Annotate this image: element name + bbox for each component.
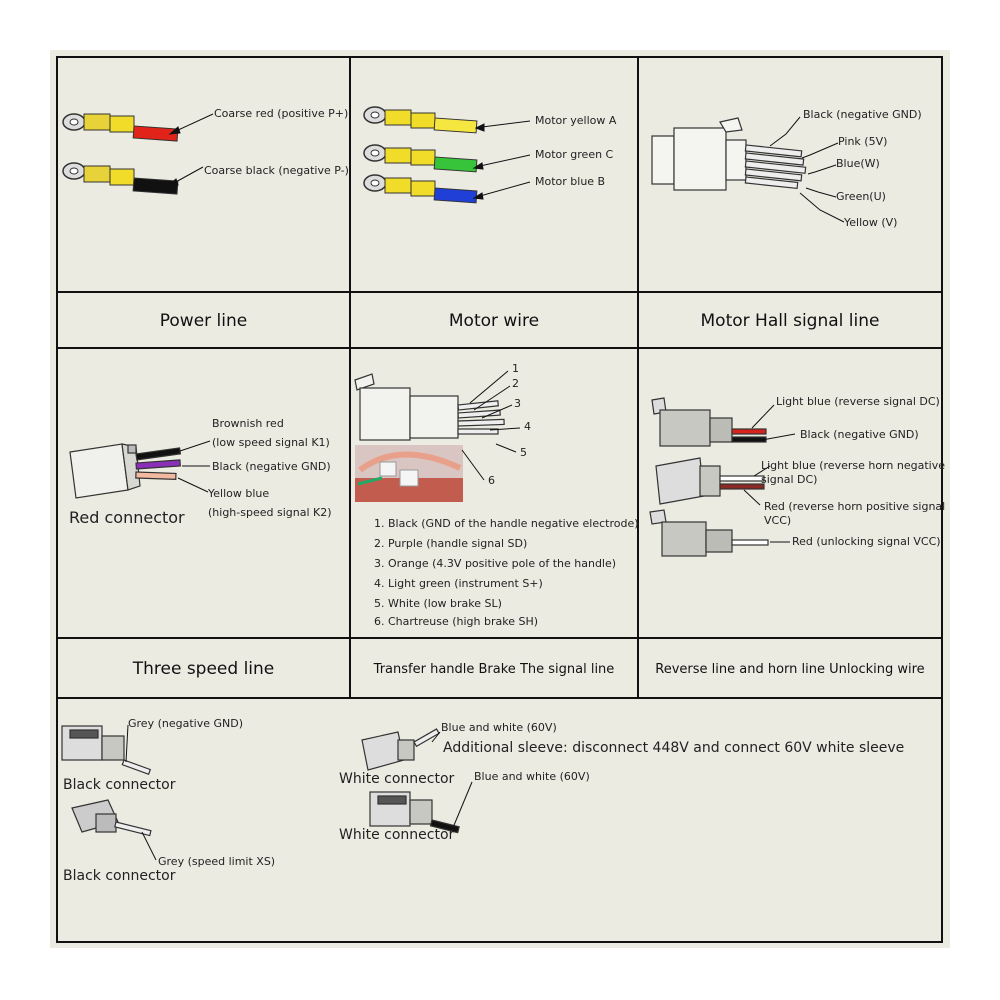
unlock-connector bbox=[649, 509, 769, 557]
label-black-connector-2: Black connector bbox=[63, 868, 176, 884]
label-pin-1: 1 bbox=[512, 362, 519, 375]
label-horn-red-2: VCC) bbox=[764, 514, 792, 527]
legend-item-4: 4. Light green (instrument S+) bbox=[374, 577, 543, 590]
motor-yellow-wire bbox=[363, 106, 478, 134]
label-motor-green: Motor green C bbox=[535, 148, 614, 161]
title-motor-wire: Motor wire bbox=[448, 311, 540, 331]
label-hall-yellow: Yellow (V) bbox=[844, 216, 898, 229]
label-motor-yellow: Motor yellow A bbox=[535, 114, 617, 127]
label-pin-6: 6 bbox=[488, 474, 495, 487]
white-connector-1 bbox=[361, 728, 440, 771]
label-speed-k1: (low speed signal K1) bbox=[212, 436, 330, 449]
label-blue-white-1: Blue and white (60V) bbox=[441, 721, 557, 734]
label-grey-speed: Grey (speed limit XS) bbox=[158, 855, 276, 868]
title-hall-line: Motor Hall signal line bbox=[700, 311, 880, 331]
legend-item-3: 3. Orange (4.3V positive pole of the han… bbox=[374, 557, 617, 570]
label-rev-lightblue: Light blue (reverse signal DC) bbox=[776, 395, 940, 408]
title-handle-brake: Transfer handle Brake The signal line bbox=[373, 662, 615, 677]
label-white-connector-1: White connector bbox=[339, 771, 455, 787]
motor-green-wire bbox=[363, 144, 478, 173]
label-horn-red: Red (reverse horn positive signal bbox=[764, 500, 946, 513]
motor-blue-wire bbox=[363, 174, 478, 204]
three-speed-connector bbox=[69, 443, 182, 499]
reverse-connector bbox=[651, 397, 767, 447]
label-additional-sleeve: Additional sleeve: disconnect 448V and c… bbox=[443, 740, 905, 756]
grey-black-connector-2 bbox=[71, 799, 152, 837]
label-horn-lightblue: Light blue (reverse horn negative bbox=[761, 459, 945, 472]
label-pin-4: 4 bbox=[524, 420, 531, 433]
label-horn-lightblue-2: signal DC) bbox=[761, 473, 818, 486]
hall-connector bbox=[651, 117, 807, 191]
horn-connector bbox=[655, 457, 765, 505]
legend-item-2: 2. Purple (handle signal SD) bbox=[374, 537, 528, 550]
label-white-connector-2: White connector bbox=[339, 827, 455, 843]
label-black-connector-1: Black connector bbox=[63, 777, 176, 793]
label-speed-brownish: Brownish red bbox=[212, 417, 284, 430]
label-coarse-black: Coarse black (negative P-) bbox=[204, 164, 349, 177]
title-three-speed: Three speed line bbox=[132, 659, 275, 679]
legend-item-1: 1. Black (GND of the handle negative ele… bbox=[374, 517, 639, 530]
title-reverse-horn: Reverse line and horn line Unlocking wir… bbox=[655, 662, 925, 677]
grey-black-connector-1 bbox=[61, 725, 152, 776]
power-red-wire bbox=[62, 113, 179, 142]
label-hall-green: Green(U) bbox=[836, 190, 886, 203]
legend-item-6: 6. Chartreuse (high brake SH) bbox=[374, 615, 539, 628]
label-hall-blue: Blue(W) bbox=[836, 157, 880, 170]
title-power-line: Power line bbox=[159, 311, 248, 331]
label-grey-gnd: Grey (negative GND) bbox=[128, 717, 243, 730]
label-motor-blue: Motor blue B bbox=[535, 175, 606, 188]
label-hall-pink: Pink (5V) bbox=[838, 135, 888, 148]
power-black-wire bbox=[62, 162, 179, 195]
label-pin-5: 5 bbox=[520, 446, 527, 459]
label-blue-white-2: Blue and white (60V) bbox=[474, 770, 590, 783]
label-red-connector: Red connector bbox=[69, 508, 185, 527]
label-speed-black: Black (negative GND) bbox=[212, 460, 331, 473]
legend-item-5: 5. White (low brake SL) bbox=[374, 597, 502, 610]
label-pin-2: 2 bbox=[512, 377, 519, 390]
label-coarse-red: Coarse red (positive P+) bbox=[214, 107, 349, 120]
handle-connector bbox=[354, 373, 505, 441]
label-speed-yellow-blue: Yellow blue bbox=[208, 487, 270, 500]
handle-photo bbox=[355, 445, 463, 502]
label-pin-3: 3 bbox=[514, 397, 521, 410]
label-speed-k2: (high-speed signal K2) bbox=[208, 506, 332, 519]
label-hall-black: Black (negative GND) bbox=[803, 108, 922, 121]
label-rev-black: Black (negative GND) bbox=[800, 428, 919, 441]
label-unlock-red: Red (unlocking signal VCC) bbox=[792, 535, 941, 548]
diagram-sheet bbox=[50, 50, 950, 948]
